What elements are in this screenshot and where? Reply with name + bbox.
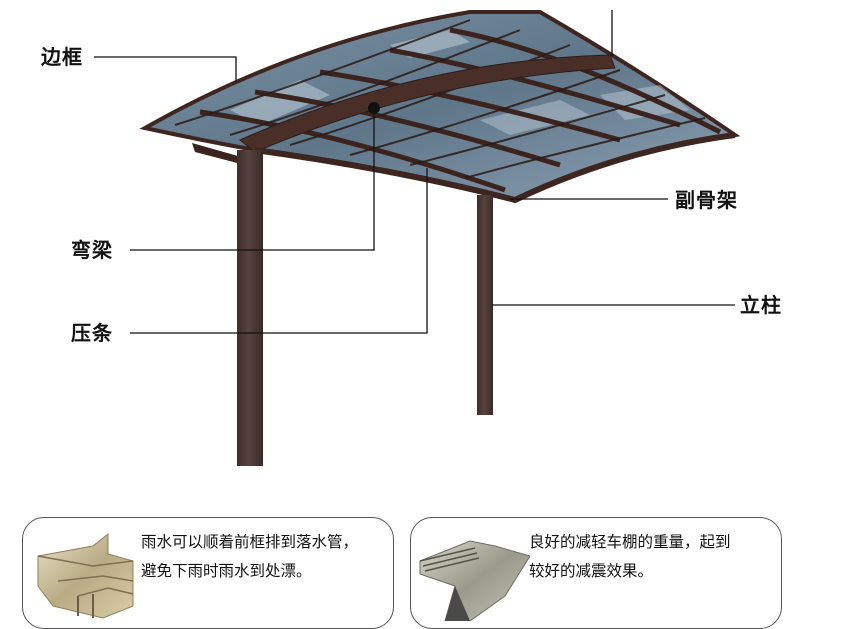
label-sub-frame: 副骨架 bbox=[675, 188, 738, 212]
card-2-line-2: 较好的减震效果。 bbox=[529, 562, 654, 580]
label-edge-frame: 边框 bbox=[41, 45, 83, 69]
front-frame-card: 雨水可以顺着前框排到落水管， 避免下雨时雨水到处漂。 bbox=[22, 517, 394, 629]
gold-aluminum-gutter-profile-icon bbox=[37, 532, 134, 619]
carport-illustration bbox=[94, 10, 741, 466]
left-post bbox=[237, 150, 263, 466]
lightweight-card: 良好的减轻车棚的重量，起到 较好的减震效果。 bbox=[410, 517, 782, 629]
card-1-line-2: 避免下雨时雨水到处漂。 bbox=[141, 562, 312, 580]
label-curved-beam: 弯梁 bbox=[71, 238, 113, 262]
card-1-line-1: 雨水可以顺着前框排到落水管， bbox=[141, 533, 359, 551]
silver-aluminum-beam-profile-icon bbox=[419, 540, 530, 621]
canopy-roof bbox=[139, 10, 741, 204]
card-2-line-1: 良好的减轻车棚的重量，起到 bbox=[529, 533, 731, 551]
right-post bbox=[477, 195, 493, 415]
label-pressing-strip: 压条 bbox=[71, 321, 113, 345]
label-post: 立柱 bbox=[740, 293, 782, 317]
leader-lines bbox=[94, 10, 735, 334]
